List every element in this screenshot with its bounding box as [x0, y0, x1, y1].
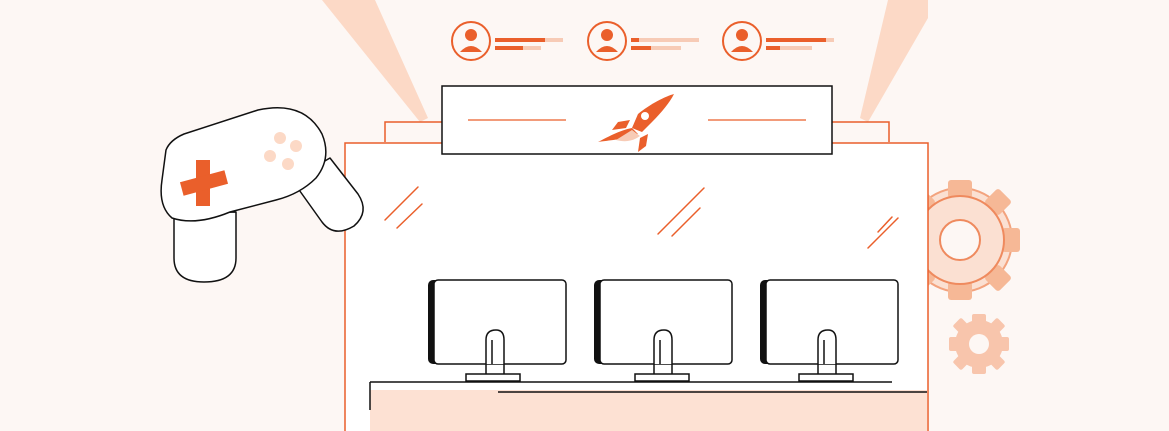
stat-bar: [631, 38, 639, 42]
stat-bar-track: [826, 38, 834, 42]
user-avatar-icon: [722, 21, 762, 61]
player-card-2: [587, 21, 699, 61]
desk: [369, 381, 927, 431]
rocket-icon: [598, 94, 674, 152]
player-card-1: [451, 21, 563, 61]
stat-bar: [495, 46, 523, 50]
stat-bar: [631, 46, 651, 50]
gear-icon-small: [949, 314, 1009, 374]
back-ledge: [384, 121, 442, 142]
user-avatar-icon: [451, 21, 491, 61]
stat-bar-track: [523, 46, 541, 50]
stat-bar-track: [545, 38, 563, 42]
stat-bar-track: [639, 38, 699, 42]
glass-reflection: [384, 186, 899, 249]
monitor-icon: [594, 279, 733, 382]
back-ledge: [832, 121, 890, 142]
monitor-icon: [760, 279, 899, 382]
user-avatar-icon: [587, 21, 627, 61]
stat-bar: [766, 38, 826, 42]
monitor-icon: [428, 279, 567, 382]
spotlight-beam-left: [322, 0, 428, 122]
stat-bar: [766, 46, 780, 50]
gamepad-icon: [160, 106, 364, 283]
stat-bar-track: [651, 46, 681, 50]
spotlight-beam-right: [860, 0, 928, 122]
stat-bar-track: [780, 46, 812, 50]
stat-bar: [495, 38, 545, 42]
player-card-3: [722, 21, 834, 61]
